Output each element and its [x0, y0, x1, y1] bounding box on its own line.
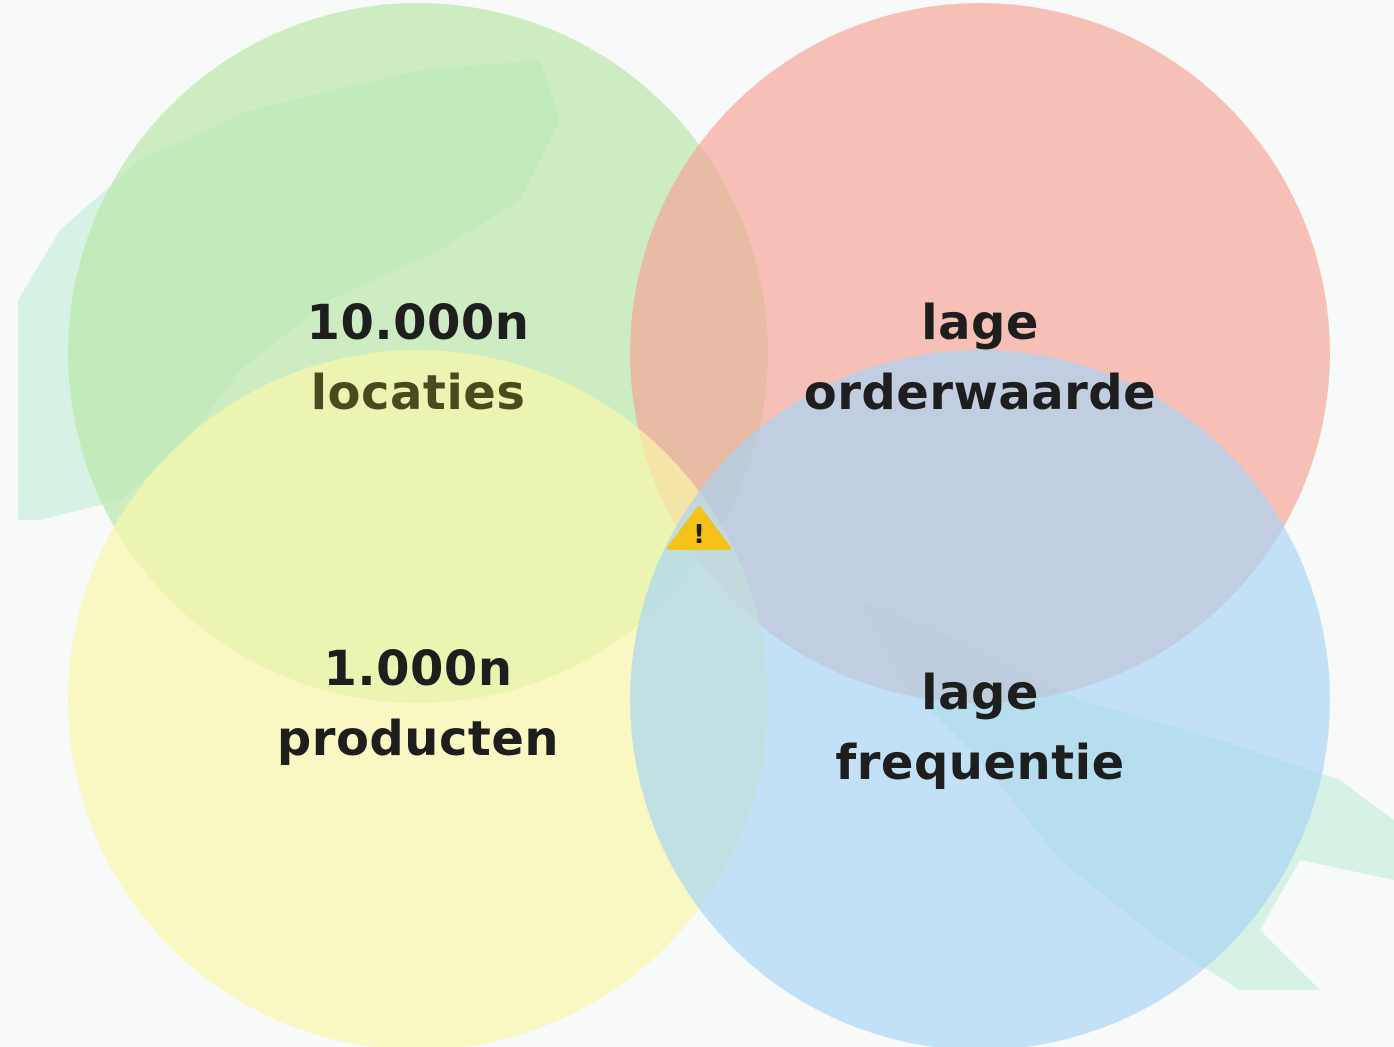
label-line-text: orderwaarde	[803, 365, 1157, 421]
warning-icon: !	[667, 506, 731, 550]
label-line-number: 1.000n	[323, 641, 513, 697]
label-line-text: lage	[921, 295, 1039, 351]
label-locaties: 10.000n locaties	[158, 288, 678, 428]
label-producten: 1.000n producten	[158, 634, 678, 774]
label-line-number: 10.000n	[306, 295, 530, 351]
label-line-text: producten	[276, 711, 560, 767]
label-frequentie: lage frequentie	[720, 658, 1240, 798]
circle-blue	[630, 350, 1330, 1047]
circle-yellow	[68, 350, 768, 1047]
label-line-text: locaties	[310, 365, 526, 421]
label-orderwaarde: lage orderwaarde	[720, 288, 1240, 428]
label-line-text: frequentie	[835, 735, 1125, 791]
warning-symbol: !	[693, 520, 705, 550]
venn-circles	[68, 3, 1330, 1047]
label-line-text: lage	[921, 665, 1039, 721]
